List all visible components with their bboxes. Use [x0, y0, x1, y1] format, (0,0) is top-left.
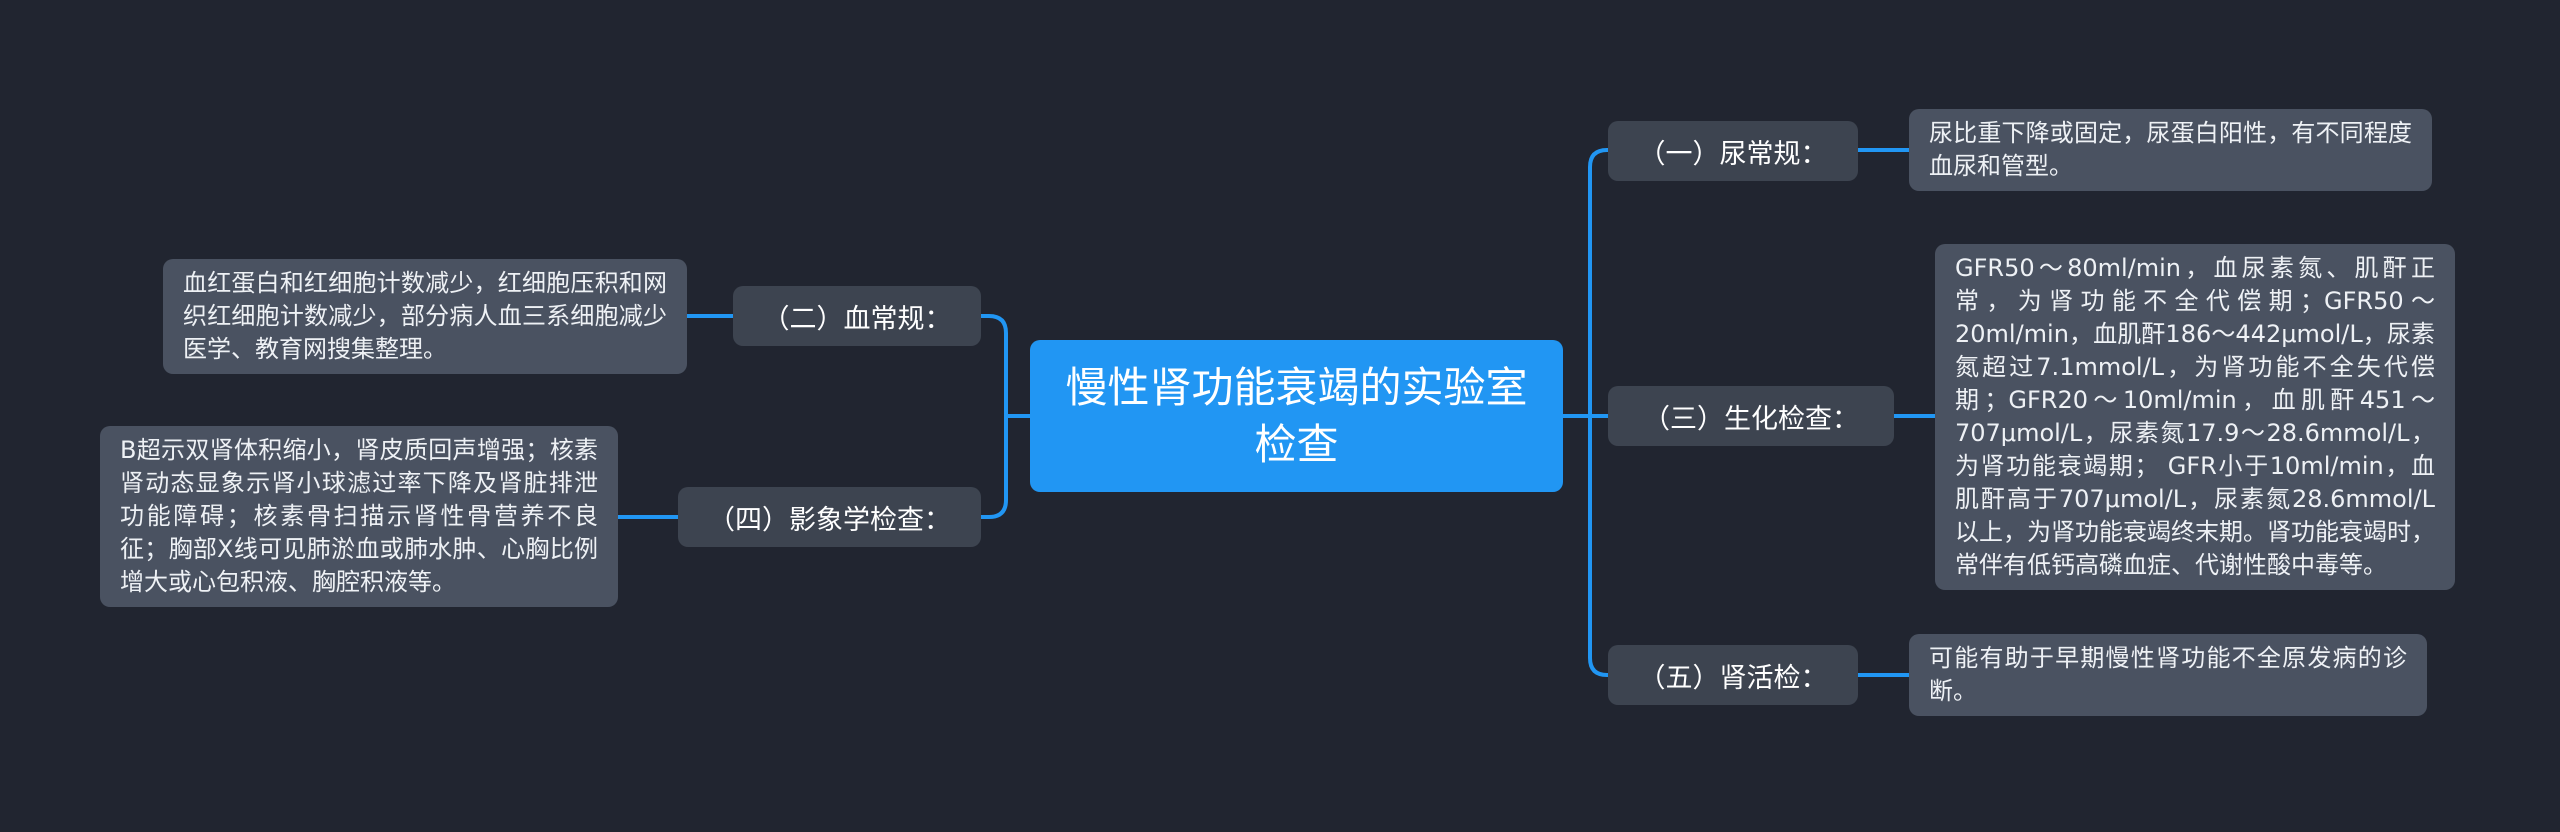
detail-text: 可能有助于早期慢性肾功能不全原发病的诊断。: [1929, 644, 2407, 705]
central-topic-label: 慢性肾功能衰竭的实验室检查: [1065, 363, 1528, 469]
connector-branch-5: [1588, 416, 1610, 677]
detail-note-renal-biopsy[interactable]: 可能有助于早期慢性肾功能不全原发病的诊断。: [1909, 634, 2427, 716]
branch-node-urinalysis[interactable]: （一）尿常规：: [1608, 121, 1858, 181]
detail-text: 血红蛋白和红细胞计数减少，红细胞压积和网织红细胞计数减少，部分病人血三系细胞减少…: [183, 269, 667, 363]
detail-text: GFR50～80ml/min，血尿素氮、肌酐正常，为肾功能不全代偿期；GFR50…: [1955, 254, 2435, 579]
branch-node-renal-biopsy[interactable]: （五）肾活检：: [1608, 645, 1858, 705]
connector-branch-2: [981, 314, 1008, 416]
branch-node-biochemistry[interactable]: （三）生化检查：: [1608, 386, 1894, 446]
detail-note-urinalysis[interactable]: 尿比重下降或固定，尿蛋白阳性，有不同程度血尿和管型。: [1909, 109, 2432, 191]
branch-label: （三）生化检查：: [1643, 403, 1859, 435]
central-topic-node[interactable]: 慢性肾功能衰竭的实验室检查: [1030, 340, 1563, 492]
detail-text: 尿比重下降或固定，尿蛋白阳性，有不同程度血尿和管型。: [1929, 119, 2412, 180]
branch-node-imaging[interactable]: （四）影象学检查：: [678, 487, 981, 547]
branch-node-blood-routine[interactable]: （二）血常规：: [733, 286, 981, 346]
branch-label: （四）影象学检查：: [708, 504, 951, 536]
detail-note-biochemistry[interactable]: GFR50～80ml/min，血尿素氮、肌酐正常，为肾功能不全代偿期；GFR50…: [1935, 244, 2455, 590]
detail-text: B超示双肾体积缩小，肾皮质回声增强；核素肾动态显象示肾小球滤过率下降及肾脏排泄功…: [120, 436, 598, 596]
branch-label: （五）肾活检：: [1638, 662, 1828, 694]
connector-branch-4: [981, 416, 1008, 519]
connector-branch-1: [1588, 148, 1610, 416]
branch-label: （二）血常规：: [762, 303, 952, 335]
branch-label: （一）尿常规：: [1638, 138, 1828, 170]
detail-note-blood-routine[interactable]: 血红蛋白和红细胞计数减少，红细胞压积和网织红细胞计数减少，部分病人血三系细胞减少…: [163, 259, 687, 374]
detail-note-imaging[interactable]: B超示双肾体积缩小，肾皮质回声增强；核素肾动态显象示肾小球滤过率下降及肾脏排泄功…: [100, 426, 618, 607]
